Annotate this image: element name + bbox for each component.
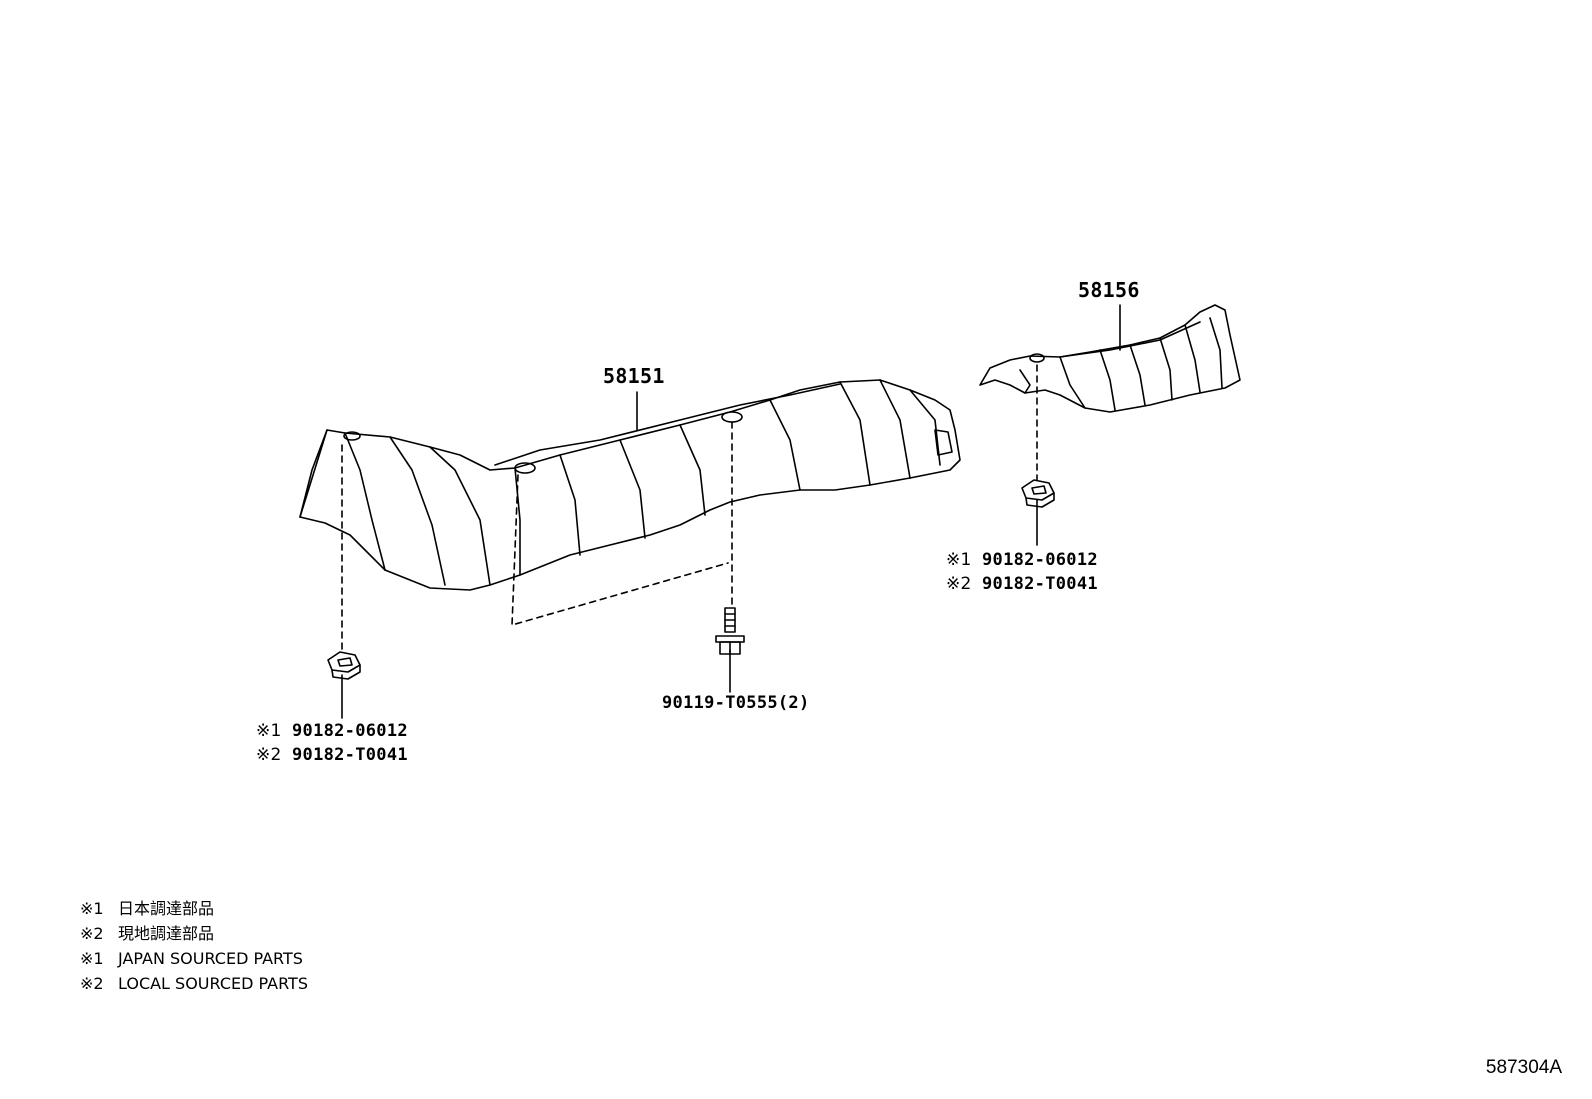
part-number-58156: 58156: [1078, 278, 1140, 302]
legend-row: ※2 LOCAL SOURCED PARTS: [80, 971, 308, 996]
legend-text: LOCAL SOURCED PARTS: [118, 974, 308, 993]
legend-mark: ※1: [80, 949, 104, 968]
clip-nut-right: [1021, 479, 1055, 508]
main-heat-shield: [299, 379, 961, 591]
legend-row: ※2 現地調達部品: [80, 921, 308, 946]
legend-mark: ※1: [80, 899, 104, 918]
legend-text: 日本調達部品: [118, 899, 215, 918]
nut-right-line1: ※1 90182-06012: [946, 550, 1098, 570]
part-number-bolt: 90119-T0555(2): [662, 693, 810, 713]
nut-right-line2: ※2 90182-T0041: [946, 574, 1098, 594]
clip-nut-left: [327, 651, 361, 680]
callout-mark: ※1: [256, 721, 282, 741]
part-number: 90182-06012: [982, 550, 1098, 570]
part-number: 90182-T0041: [982, 574, 1098, 594]
legend-text: 現地調達部品: [118, 924, 215, 943]
callout-mark: ※2: [946, 574, 972, 594]
legend-text: JAPAN SOURCED PARTS: [118, 949, 303, 968]
part-number-58151: 58151: [603, 364, 665, 388]
rear-heat-shield: [979, 304, 1241, 413]
dashed-guides: [341, 364, 1038, 651]
nut-left-line2: ※2 90182-T0041: [256, 745, 408, 765]
part-number: 90182-T0041: [292, 745, 408, 765]
part-number: 90182-06012: [292, 721, 408, 741]
callout-mark: ※1: [946, 550, 972, 570]
legend-mark: ※2: [80, 924, 104, 943]
legend-mark: ※2: [80, 974, 104, 993]
nut-left-line1: ※1 90182-06012: [256, 721, 408, 741]
figure-number: 587304A: [1485, 1057, 1562, 1078]
leader-lines: [341, 304, 1121, 719]
legend-row: ※1 JAPAN SOURCED PARTS: [80, 946, 308, 971]
bolt: [715, 607, 745, 655]
legend-row: ※1 日本調達部品: [80, 896, 308, 921]
callout-mark: ※2: [256, 745, 282, 765]
